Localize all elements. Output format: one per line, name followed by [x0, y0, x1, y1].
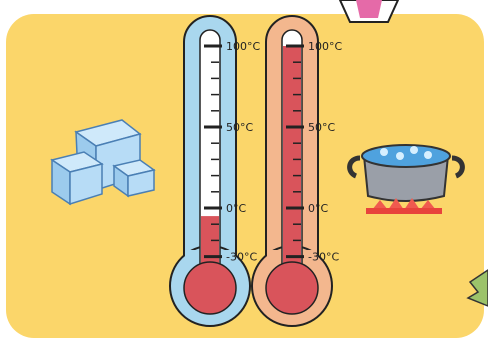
scale-label: 100°C — [226, 40, 260, 53]
thermometer-bulb — [184, 262, 236, 314]
scale-label: 50°C — [308, 121, 335, 134]
scale-label: -30°C — [226, 251, 257, 264]
pencil-icon — [340, 0, 398, 22]
scale-label: 100°C — [308, 40, 342, 53]
scale-label: 0°C — [308, 202, 328, 215]
scale-label: -30°C — [308, 251, 339, 264]
scale-label: 0°C — [226, 202, 246, 215]
scale-label: 50°C — [226, 121, 253, 134]
thermometer-liquid — [283, 46, 301, 282]
thermometer-bulb — [266, 262, 318, 314]
